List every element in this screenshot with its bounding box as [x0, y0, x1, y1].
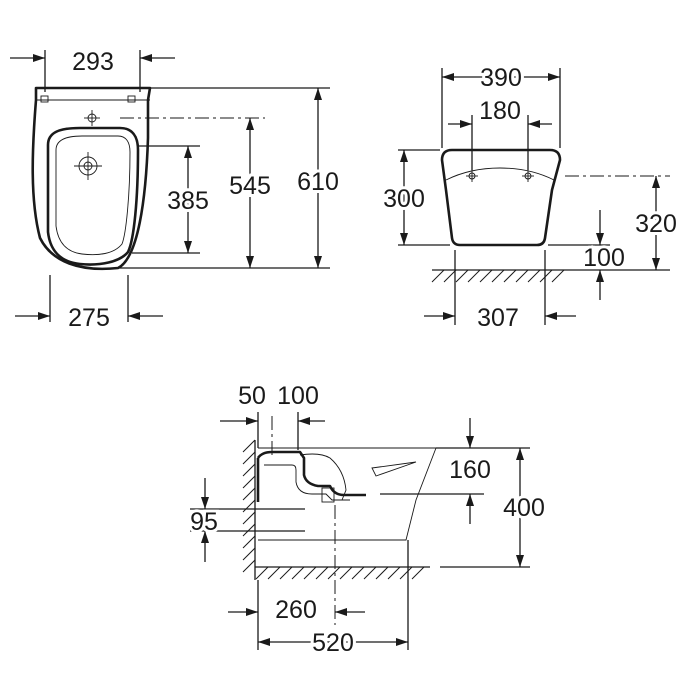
drain-outlet: [321, 487, 335, 503]
bidet-body-side: [256, 450, 366, 502]
dim-label-50: 50: [238, 382, 266, 410]
drain-hole-icon: [74, 152, 102, 180]
dim-label-300: 300: [383, 185, 425, 213]
dim-label-610: 610: [297, 168, 339, 196]
side-view: 50 100 160 95 400 260 520: [187, 382, 548, 660]
front-inner-line: [445, 167, 555, 181]
bidet-bowl-outer: [46, 126, 140, 266]
dim-label-100-front: 100: [583, 244, 625, 272]
dim-label-260: 260: [275, 596, 317, 624]
top-view: 293 275 385 545 610: [10, 48, 342, 332]
bidet-outline-front: [440, 148, 562, 247]
right-hinge: [127, 95, 136, 103]
dim-label-320: 320: [635, 210, 677, 238]
wall-hatch: [242, 439, 256, 580]
dim-label-520: 520: [312, 629, 354, 657]
dim-label-545: 545: [229, 172, 271, 200]
dim-label-100-side: 100: [277, 382, 319, 410]
floor-hatch-front: [431, 269, 570, 283]
dim-label-95: 95: [190, 508, 218, 536]
bidet-bowl-inner: [55, 135, 131, 256]
bidet-bowl-side: [299, 453, 417, 501]
dim-label-385: 385: [167, 187, 209, 215]
left-fixing-hole-icon: [466, 170, 478, 182]
floor-hatch-side: [255, 566, 430, 580]
left-hinge: [40, 95, 49, 103]
dim-label-180: 180: [479, 97, 521, 125]
bidet-inner-channel: [264, 464, 350, 501]
bidet-outline-side: [258, 447, 437, 541]
dim-label-275: 275: [68, 304, 110, 332]
tap-hole-icon: [84, 110, 100, 126]
dim-label-293: 293: [72, 48, 114, 76]
bidet-outline-top: [31, 86, 152, 271]
dim-label-160: 160: [449, 456, 491, 484]
dim-label-400: 400: [503, 494, 545, 522]
front-view: 390 180 300 320 100 307: [380, 61, 680, 332]
dim-label-307: 307: [477, 304, 519, 332]
dim-label-390: 390: [480, 64, 522, 92]
right-fixing-hole-icon: [522, 170, 534, 182]
